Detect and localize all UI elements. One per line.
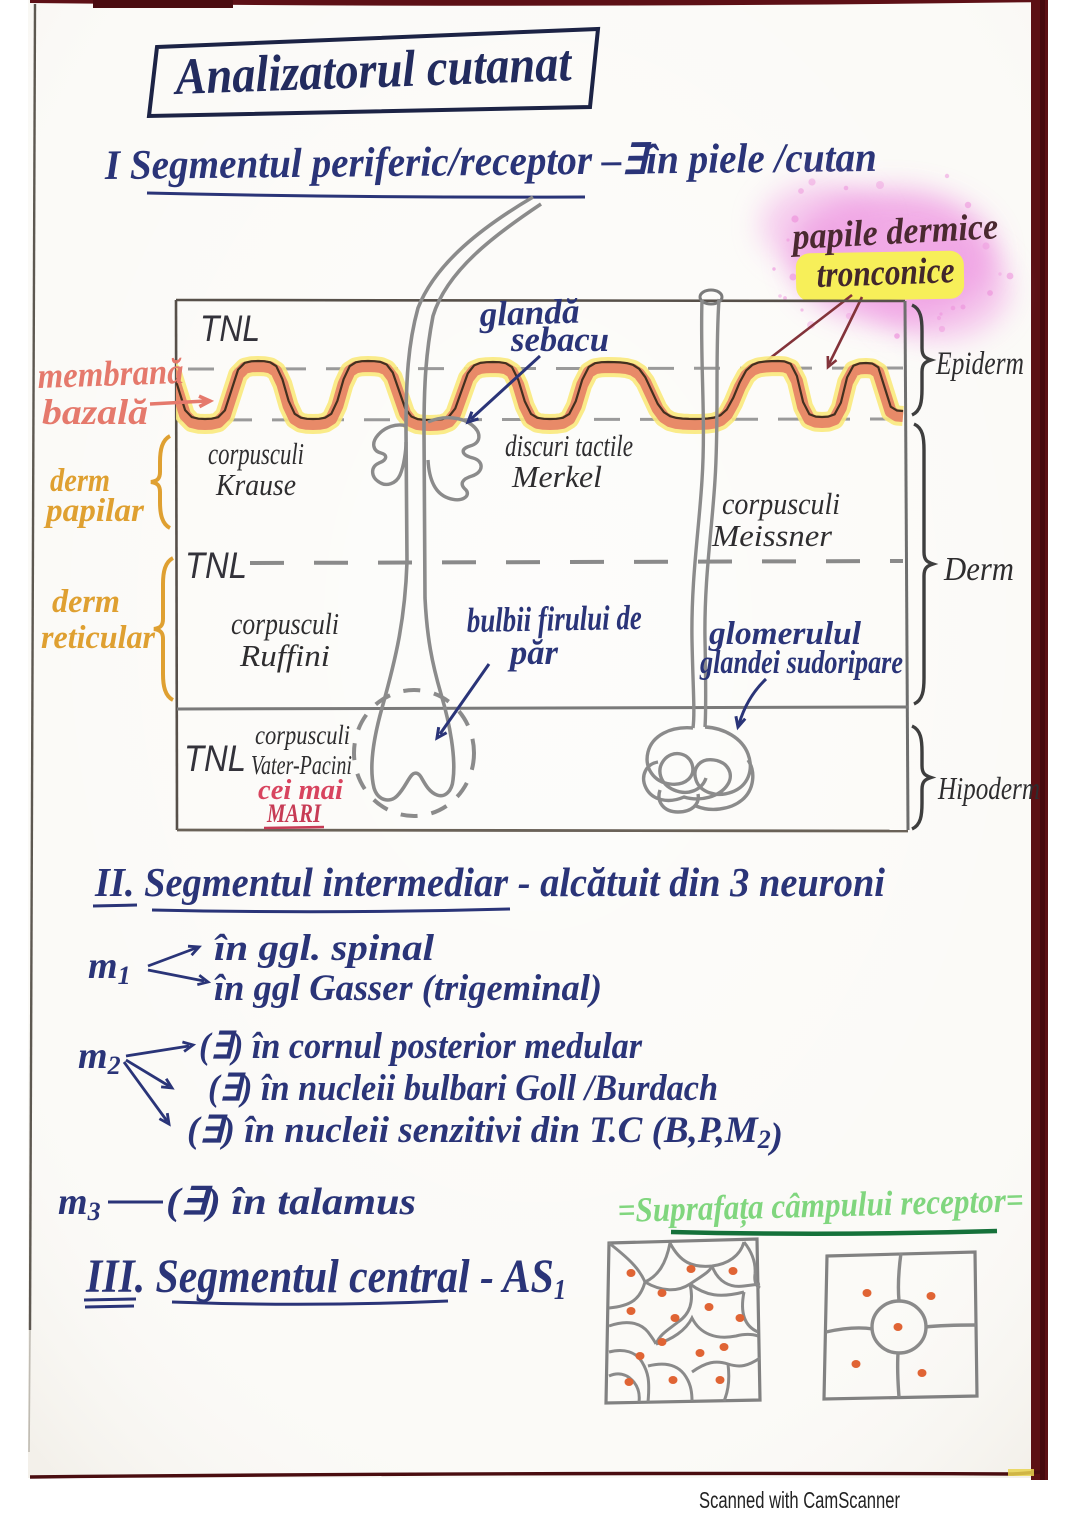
svg-text:Analizatorul cutanat: Analizatorul cutanat	[172, 35, 574, 106]
svg-text:Merkel: Merkel	[511, 459, 602, 494]
svg-text:TNL: TNL	[184, 738, 246, 779]
svg-text:corpusculi: corpusculi	[255, 720, 350, 750]
svg-text:Krause: Krause	[215, 467, 296, 502]
svg-text:derm: derm	[50, 463, 110, 499]
svg-text:sebacu: sebacu	[510, 320, 609, 359]
svg-text:MARI: MARI	[266, 799, 321, 828]
svg-text:TNL: TNL	[185, 545, 247, 586]
svg-text:(∃) în cornul posterior medula: (∃) în cornul posterior medular	[199, 1026, 643, 1067]
svg-text:(∃) în nucleii bulbari Goll /B: (∃) în nucleii bulbari Goll /Burdach	[208, 1068, 718, 1109]
svg-text:cei mai: cei mai	[258, 774, 343, 806]
svg-text:Derm: Derm	[943, 551, 1014, 588]
svg-text:I Segmentul periferic/receptor: I Segmentul periferic/receptor –∃în piel…	[104, 135, 877, 189]
svg-text:tronconice: tronconice	[816, 250, 955, 296]
svg-text:Scanned with CamScanner: Scanned with CamScanner	[699, 1487, 900, 1513]
svg-text:papilar: papilar	[43, 493, 145, 529]
svg-text:Meissner: Meissner	[711, 518, 833, 553]
svg-text:discuri tactile: discuri tactile	[505, 428, 633, 463]
svg-text:corpusculi: corpusculi	[722, 486, 840, 521]
svg-text:TNL: TNL	[200, 308, 260, 349]
svg-text:păr: păr	[507, 633, 558, 672]
svg-text:reticular: reticular	[41, 620, 156, 656]
svg-text:în ggl. spinal: în ggl. spinal	[214, 928, 435, 969]
svg-text:(∃) în nucleii senzitivi din T: (∃) în nucleii senzitivi din T.C (B,P,M2…	[187, 1110, 783, 1157]
svg-text:derm: derm	[52, 584, 120, 620]
svg-text:Epiderm: Epiderm	[935, 346, 1024, 382]
svg-text:membrană: membrană	[37, 351, 184, 396]
svg-text:bazală: bazală	[42, 392, 148, 432]
svg-text:bulbii firului de: bulbii firului de	[466, 598, 642, 640]
svg-text:în ggl Gasser (trigeminal): în ggl Gasser (trigeminal)	[214, 968, 602, 1009]
svg-text:corpusculi: corpusculi	[208, 436, 304, 471]
svg-text:Vater-Pacini: Vater-Pacini	[251, 750, 352, 780]
svg-text:Hipoderm: Hipoderm	[937, 770, 1040, 806]
svg-text:(∃) în talamus: (∃) în talamus	[166, 1181, 416, 1223]
svg-text:Ruffini: Ruffini	[239, 638, 330, 673]
svg-text:II. Segmentul intermediar - al: II. Segmentul intermediar - alcătuit din…	[94, 859, 885, 905]
svg-text:corpusculi: corpusculi	[231, 606, 339, 641]
svg-text:glandei sudoripare: glandei sudoripare	[699, 645, 903, 681]
svg-text:III. Segmentul central - AS1: III. Segmentul central - AS1	[85, 1250, 566, 1306]
svg-text:glandă: glandă	[478, 292, 580, 335]
svg-text:glomerulul: glomerulul	[708, 616, 862, 652]
